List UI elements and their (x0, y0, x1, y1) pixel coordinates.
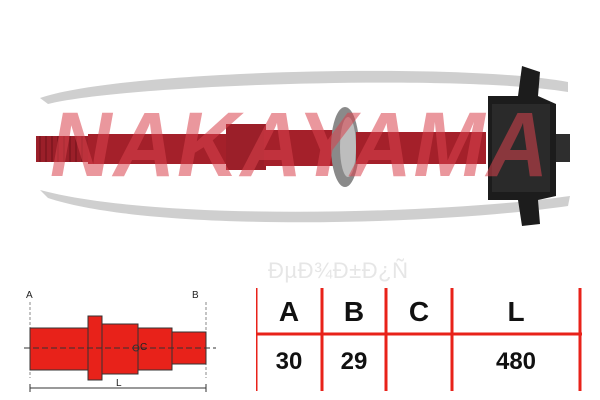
diagram-label-c: C (140, 342, 148, 353)
spec-header-l: L (507, 296, 525, 327)
flange-face (492, 104, 550, 192)
shaft-body (88, 134, 228, 164)
spec-header-a: A (278, 296, 300, 327)
shaft-long (356, 132, 486, 164)
logo-swoosh-bottom (40, 190, 570, 223)
product-photo: NAKAYAMA (36, 66, 570, 226)
spline-grooves (39, 136, 83, 162)
diagram-part-left (29, 327, 89, 371)
watermark-text: ÐµÐ¾Ð±Ð¿Ñ (268, 258, 409, 283)
diagram-center-marker (132, 344, 140, 352)
brand-logo: NAKAYAMA (50, 94, 550, 196)
spec-header-b: B (343, 296, 365, 327)
spec-header-c: C (408, 296, 430, 327)
spec-value-l: 480 (495, 348, 537, 375)
diagram-label-b: B (192, 290, 199, 301)
spec-value-b: 29 (340, 348, 368, 375)
shaft-step (226, 124, 266, 170)
spec-table: A B C L 30 29 480 (256, 288, 582, 391)
diagram-part-right (137, 327, 173, 371)
bearing-inner (340, 117, 356, 177)
diagram-part-mid (101, 323, 139, 375)
technical-diagram (24, 302, 216, 392)
shaft-mid (264, 130, 334, 166)
spec-value-a: 30 (275, 348, 303, 375)
shaft-spline (36, 136, 90, 162)
flange-stub (556, 134, 570, 162)
diagram-label-l: L (116, 378, 122, 389)
diagram-label-a: A (26, 290, 33, 301)
logo-swoosh-top (40, 70, 568, 104)
